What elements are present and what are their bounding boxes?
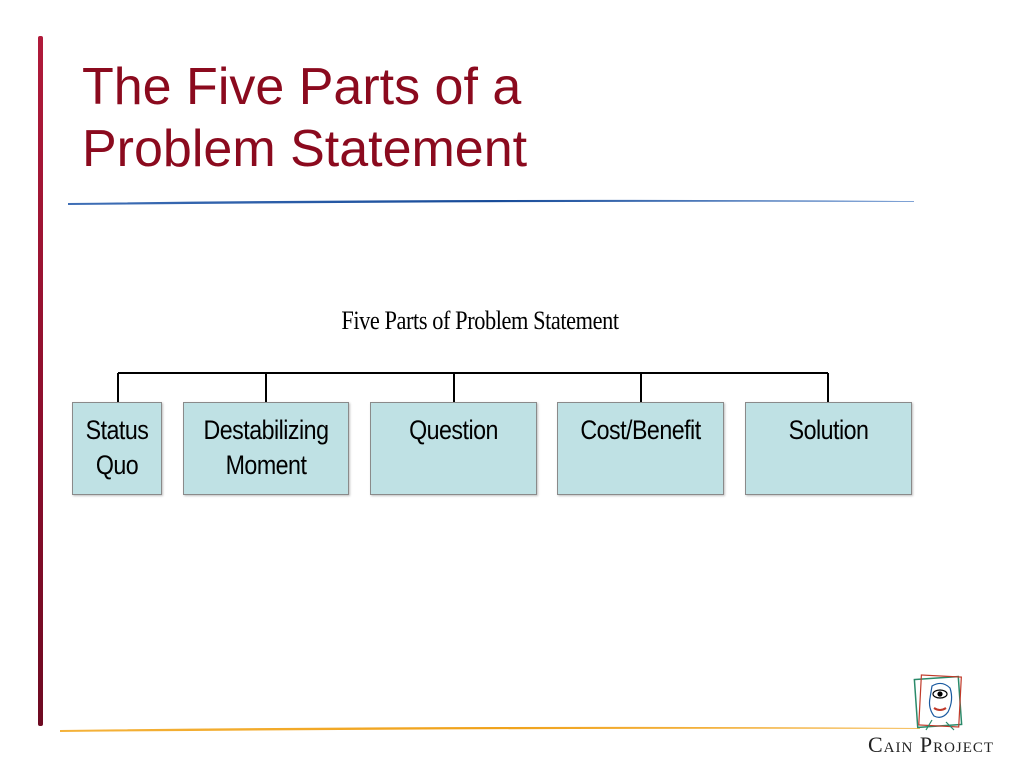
diagram-title: Five Parts of Problem Statement <box>341 306 619 335</box>
box-solution-label: Solution <box>788 415 869 445</box>
box-solution: Solution <box>745 402 912 495</box>
box-status-quo: Status Quo <box>72 402 162 495</box>
box-status-quo-line-2: Quo <box>95 450 139 480</box>
box-destabilizing-moment: Destabilizing Moment <box>183 402 349 495</box>
face-portrait-icon <box>913 674 963 731</box>
box-status-quo-line-1: Status <box>85 415 149 445</box>
title-underline <box>68 199 914 205</box>
cain-project-logo-text: Cain Project <box>868 732 995 757</box>
slide-title-line-1: The Five Parts of a <box>82 58 522 116</box>
slide-title: The Five Parts of a Problem Statement <box>82 56 527 180</box>
box-question-label: Question <box>409 415 498 445</box>
box-question: Question <box>370 402 537 495</box>
box-destabilizing-line-2: Moment <box>225 450 307 480</box>
left-accent-bar <box>38 36 43 726</box>
box-cost-benefit-label: Cost/Benefit <box>580 415 701 445</box>
box-destabilizing-line-1: Destabilizing <box>203 415 329 445</box>
box-cost-benefit: Cost/Benefit <box>557 402 724 495</box>
bottom-underline <box>60 726 920 732</box>
slide-title-line-2: Problem Statement <box>82 120 528 178</box>
